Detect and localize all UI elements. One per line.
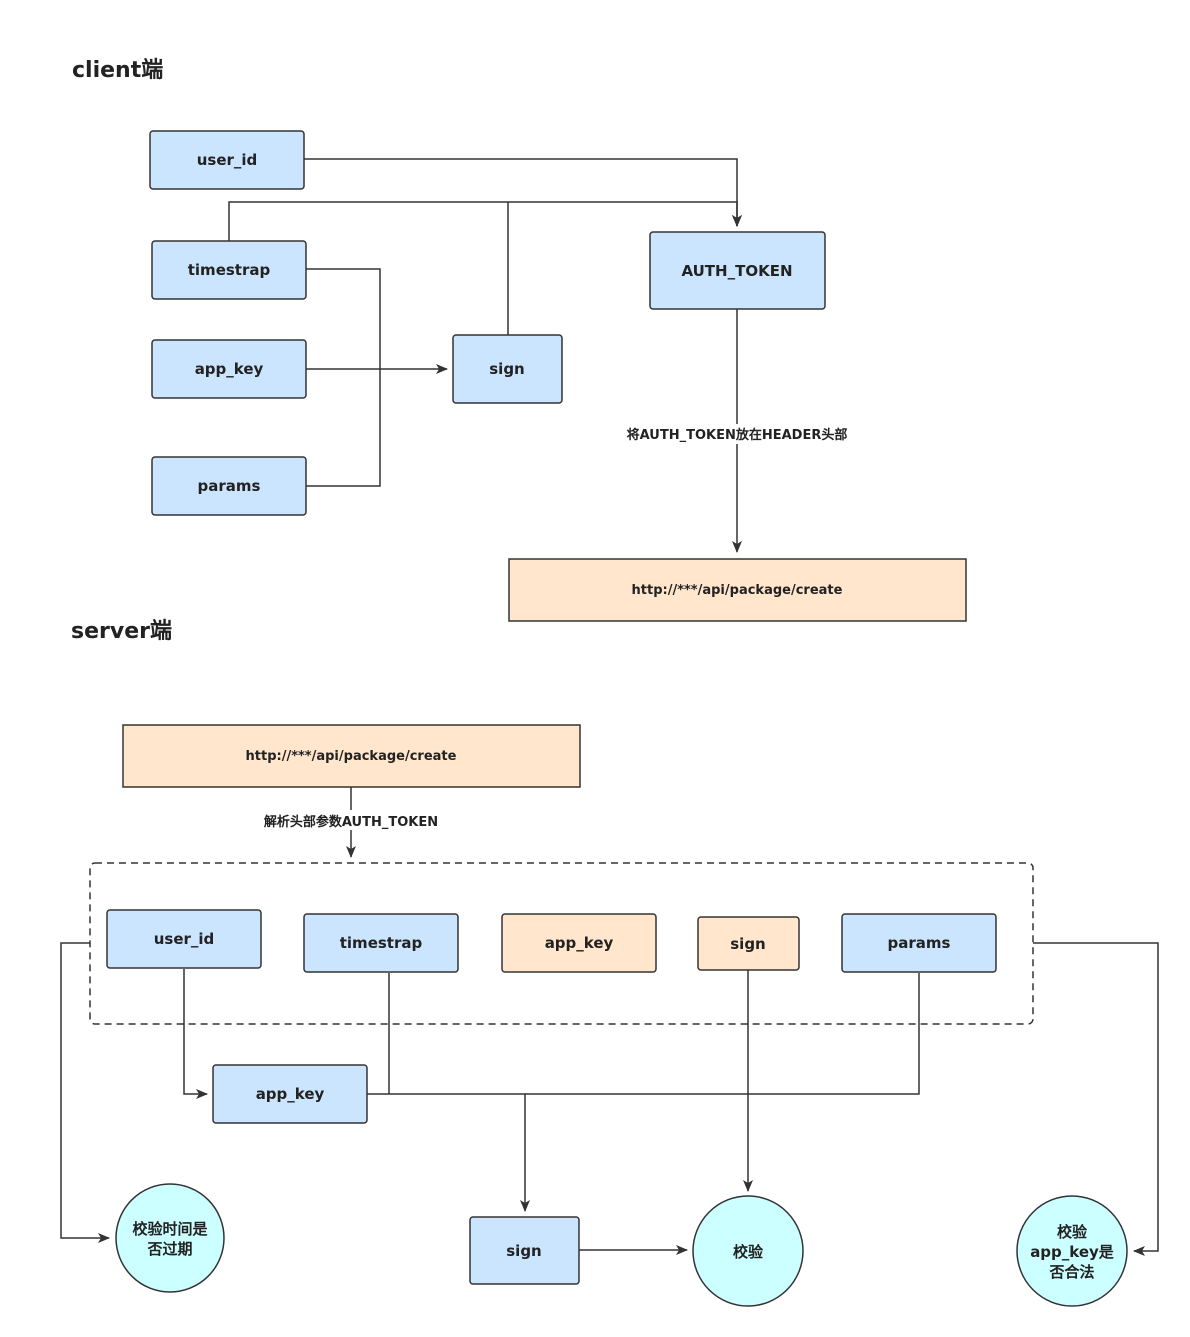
server-app-key-node: app_key	[501, 913, 657, 973]
server-sign-node: sign	[697, 916, 800, 971]
check-app-key-line2: app_key是	[1030, 1243, 1115, 1261]
computed-sign-label: sign	[506, 1242, 542, 1260]
auth-token-fields-group	[89, 862, 1034, 1025]
edge-timestrap-params-bracket	[306, 268, 381, 487]
client-user-id-node: user_id	[149, 130, 305, 190]
check-expiry-line2: 否过期	[146, 1240, 192, 1258]
edge-userid-to-authtoken	[304, 158, 742, 227]
edge-userid-to-appkey	[183, 969, 208, 1099]
server-app-key-label: app_key	[545, 934, 614, 952]
edge-timestrap-to-authtoken	[228, 201, 742, 241]
client-user-id-label: user_id	[197, 151, 258, 169]
server-params-node: params	[841, 913, 997, 973]
check-expiry-node: 校验时间是 否过期	[115, 1183, 225, 1293]
verify-label: 校验	[733, 1243, 764, 1261]
check-expiry-line1: 校验时间是	[132, 1220, 208, 1238]
client-sign-node: sign	[452, 334, 563, 404]
lookup-app-key-node: app_key	[212, 1064, 368, 1124]
client-params-label: params	[198, 477, 261, 495]
server-timestrap-label: timestrap	[340, 934, 423, 952]
client-url-node: http://***/api/package/create	[508, 558, 967, 622]
server-url-node: http://***/api/package/create	[122, 724, 581, 788]
header-edge-label: 将AUTH_TOKEN放在HEADER头部	[627, 427, 848, 443]
lookup-app-key-label: app_key	[256, 1085, 325, 1103]
server-timestrap-node: timestrap	[303, 913, 459, 973]
parse-edge-label: 解析头部参数AUTH_TOKEN	[263, 814, 438, 830]
verify-node: 校验	[692, 1195, 804, 1307]
client-section-title: client端	[72, 58, 163, 83]
server-connectors	[60, 787, 1159, 1256]
client-auth-token-node: AUTH_TOKEN	[649, 231, 826, 310]
server-url-label: http://***/api/package/create	[246, 749, 457, 764]
client-sign-label: sign	[489, 360, 525, 378]
client-url-label: http://***/api/package/create	[632, 583, 843, 598]
server-params-label: params	[888, 934, 951, 952]
edge-group-to-check-key	[1033, 942, 1159, 1256]
edge-params-to-sign	[525, 973, 920, 1095]
client-timestrap-node: timestrap	[151, 240, 307, 300]
client-timestrap-label: timestrap	[188, 261, 271, 279]
edge-appkey-to-sign	[367, 1093, 530, 1212]
client-app-key-label: app_key	[195, 360, 264, 378]
parse-label-bg	[263, 810, 439, 830]
client-app-key-node: app_key	[151, 339, 307, 399]
server-sign-label: sign	[730, 935, 766, 953]
client-params-node: params	[151, 456, 307, 516]
server-user-id-label: user_id	[154, 930, 215, 948]
server-user-id-node: user_id	[106, 909, 262, 969]
computed-sign-node: sign	[469, 1216, 580, 1285]
check-app-key-line3: 否合法	[1048, 1263, 1094, 1281]
check-app-key-node: 校验 app_key是 否合法	[1016, 1195, 1128, 1307]
header-label-bg	[630, 424, 844, 444]
edge-group-to-check-time	[60, 942, 110, 1243]
client-auth-token-label: AUTH_TOKEN	[681, 262, 792, 280]
server-section-title: server端	[71, 619, 172, 644]
check-app-key-line1: 校验	[1057, 1223, 1088, 1241]
